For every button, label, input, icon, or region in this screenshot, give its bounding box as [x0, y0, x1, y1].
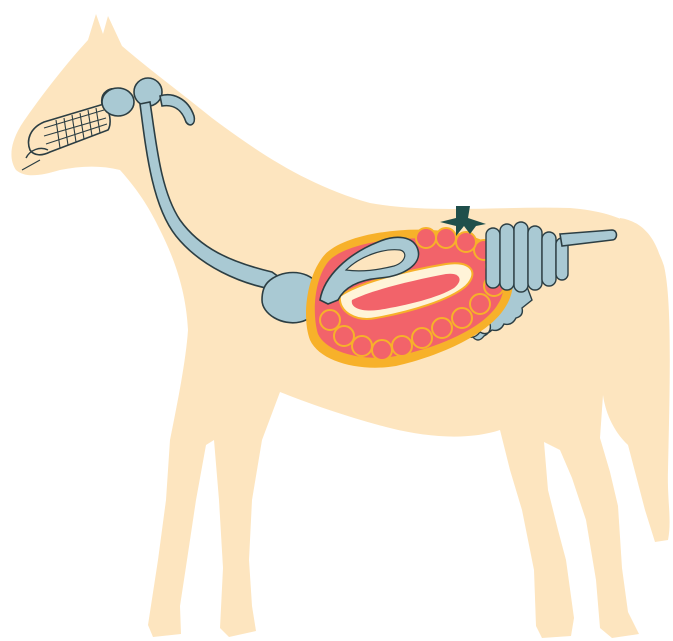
horse-digestive-diagram	[0, 0, 673, 641]
diagram-canvas	[0, 0, 673, 641]
